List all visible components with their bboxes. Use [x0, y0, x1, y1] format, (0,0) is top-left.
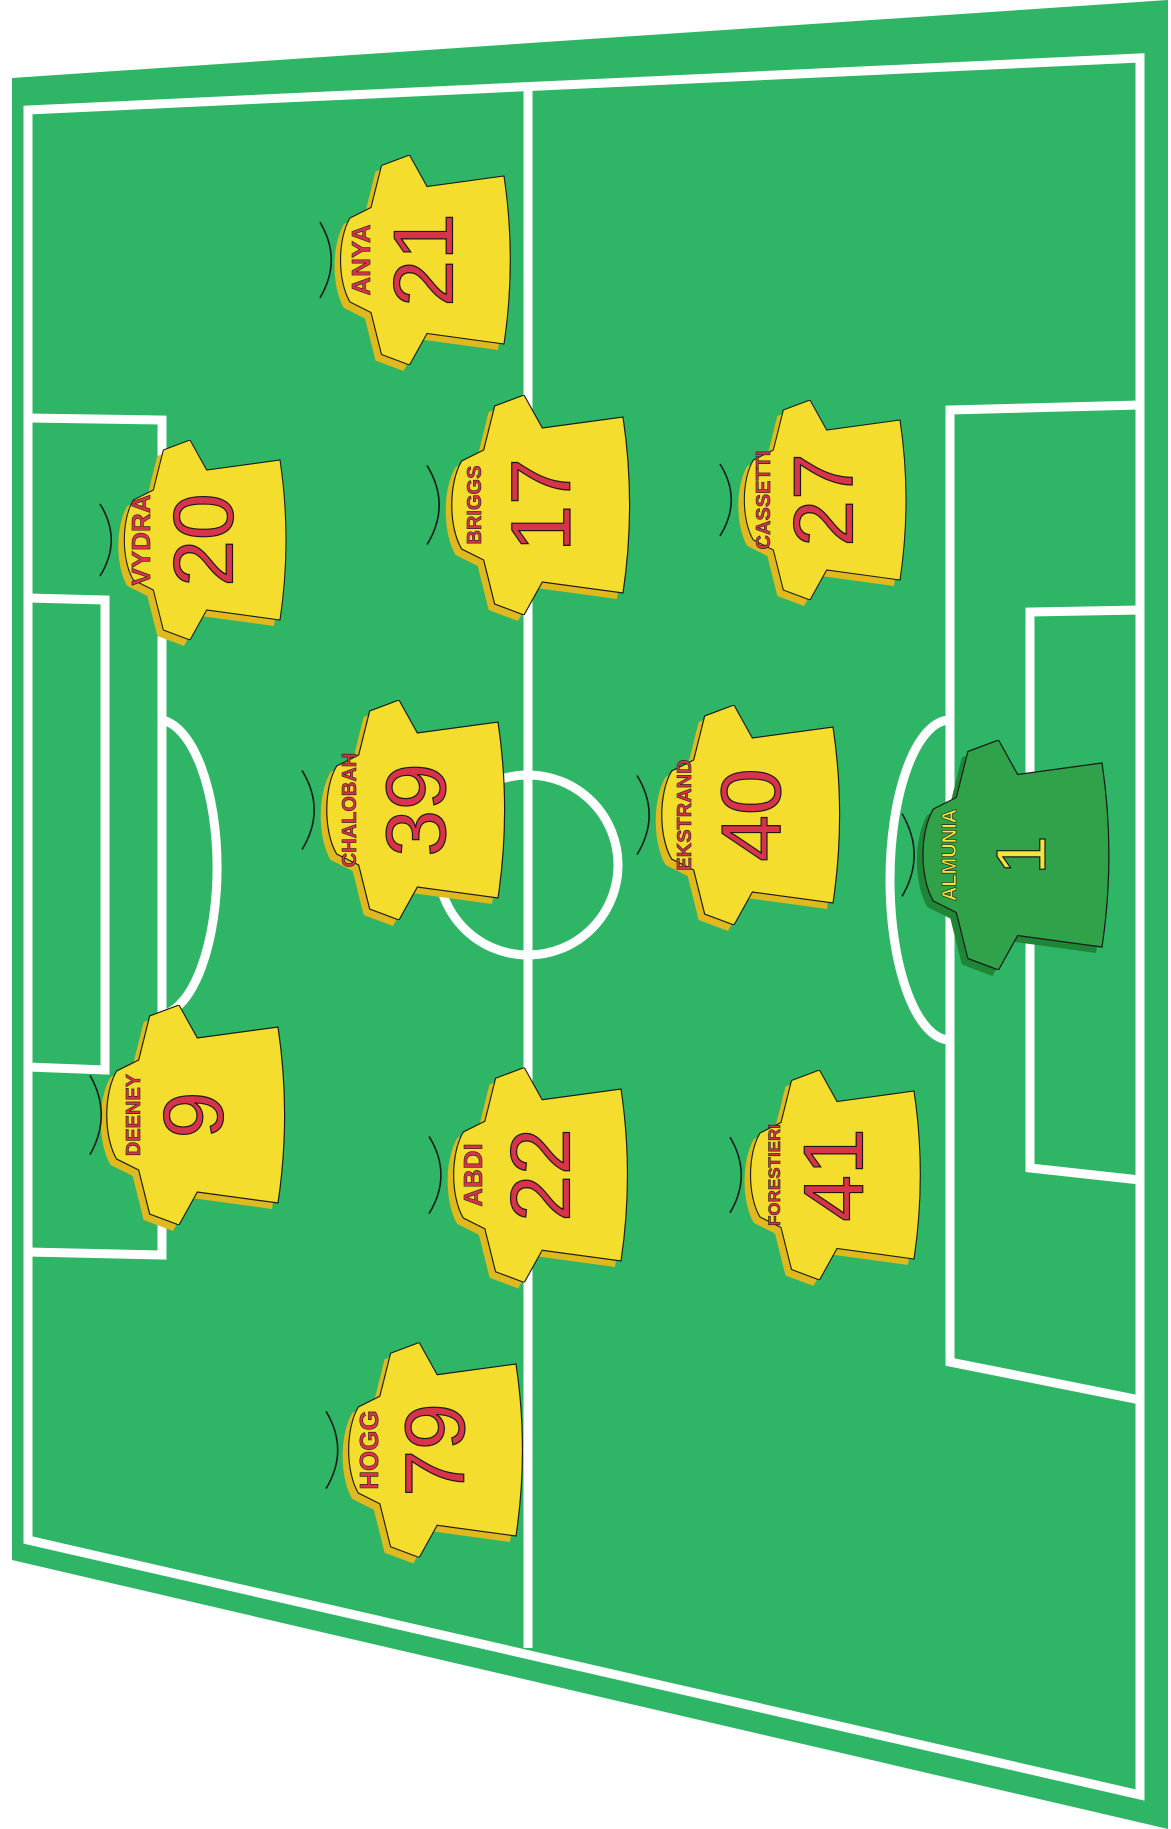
player-name: HOGG — [354, 1410, 384, 1489]
player-number: 27 — [777, 453, 871, 546]
player-name: ANYA — [346, 224, 376, 296]
player-number: 41 — [787, 1128, 881, 1221]
player-number: 21 — [377, 213, 471, 306]
player-number: 1 — [982, 836, 1060, 875]
player-number: 22 — [493, 1128, 587, 1221]
player-number: 79 — [388, 1403, 482, 1496]
player-number: 40 — [704, 768, 798, 861]
player-name: CHALOBAH — [339, 753, 361, 867]
player-number: 9 — [147, 1092, 241, 1139]
player-number: 20 — [157, 493, 251, 586]
player-number: 39 — [369, 763, 463, 856]
player-name: ABDI — [458, 1143, 488, 1207]
player-name: FORESTIERI — [765, 1124, 784, 1226]
player-name: ALMUNIA — [939, 809, 961, 901]
player-name: VYDRA — [126, 494, 156, 585]
player-name: EKSTRAND — [674, 759, 696, 870]
player-number: 17 — [494, 458, 588, 551]
player-name: DEENEY — [123, 1073, 145, 1156]
player-name: CASSETTI — [753, 451, 775, 550]
player-name: BRIGGS — [464, 466, 486, 545]
